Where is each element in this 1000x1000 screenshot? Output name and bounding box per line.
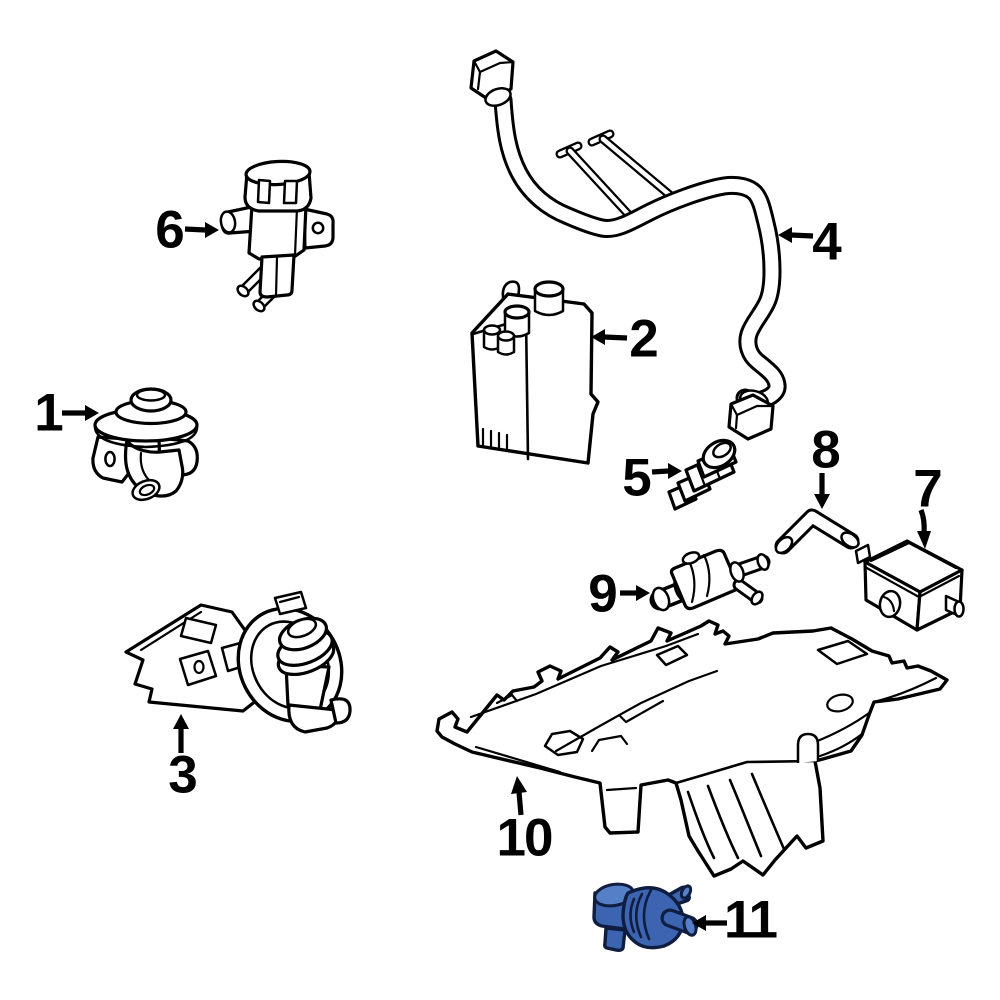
callout-7-label: 7 — [913, 459, 943, 519]
control-box-drawing — [854, 539, 965, 632]
mounting-panel-drawing — [435, 619, 949, 878]
egr-valve-drawing — [91, 387, 199, 502]
callout-9-arrow — [620, 585, 650, 601]
check-valve-drawing — [649, 548, 771, 612]
callout-7-arrow — [917, 509, 931, 549]
callout-11-arrow — [692, 915, 727, 931]
callout-10-arrow — [511, 776, 527, 816]
callout-10-label: 10 — [496, 808, 554, 868]
callout-2-label: 2 — [629, 309, 659, 369]
tube-assembly-drawing — [469, 49, 787, 441]
callout-4-label: 4 — [812, 212, 842, 272]
callout-1-arrow — [62, 405, 99, 421]
callout-3-arrow — [173, 714, 189, 753]
callout-3-label: 3 — [168, 745, 198, 805]
callout-5-label: 5 — [622, 448, 652, 508]
pump-bracket-assembly-drawing — [124, 590, 352, 734]
sensor-fitting-drawing — [667, 438, 738, 511]
callout-arrows — [62, 222, 931, 931]
callout-6-label: 6 — [155, 200, 185, 260]
callout-9-label: 9 — [588, 564, 618, 624]
highlighted-purge-valve-drawing — [592, 882, 699, 952]
solenoid-valve-drawing — [219, 159, 335, 313]
callout-1-label: 1 — [34, 383, 64, 443]
callout-8-arrow — [814, 473, 830, 509]
vapor-canister-drawing — [470, 280, 600, 465]
callout-11-label: 11 — [723, 890, 778, 950]
callout-6-arrow — [184, 222, 219, 238]
callout-4-arrow — [778, 227, 814, 243]
elbow-hose-drawing — [774, 508, 860, 555]
callout-2-arrow — [591, 329, 628, 345]
callout-8-label: 8 — [811, 420, 841, 480]
callout-5-arrow — [651, 463, 682, 479]
